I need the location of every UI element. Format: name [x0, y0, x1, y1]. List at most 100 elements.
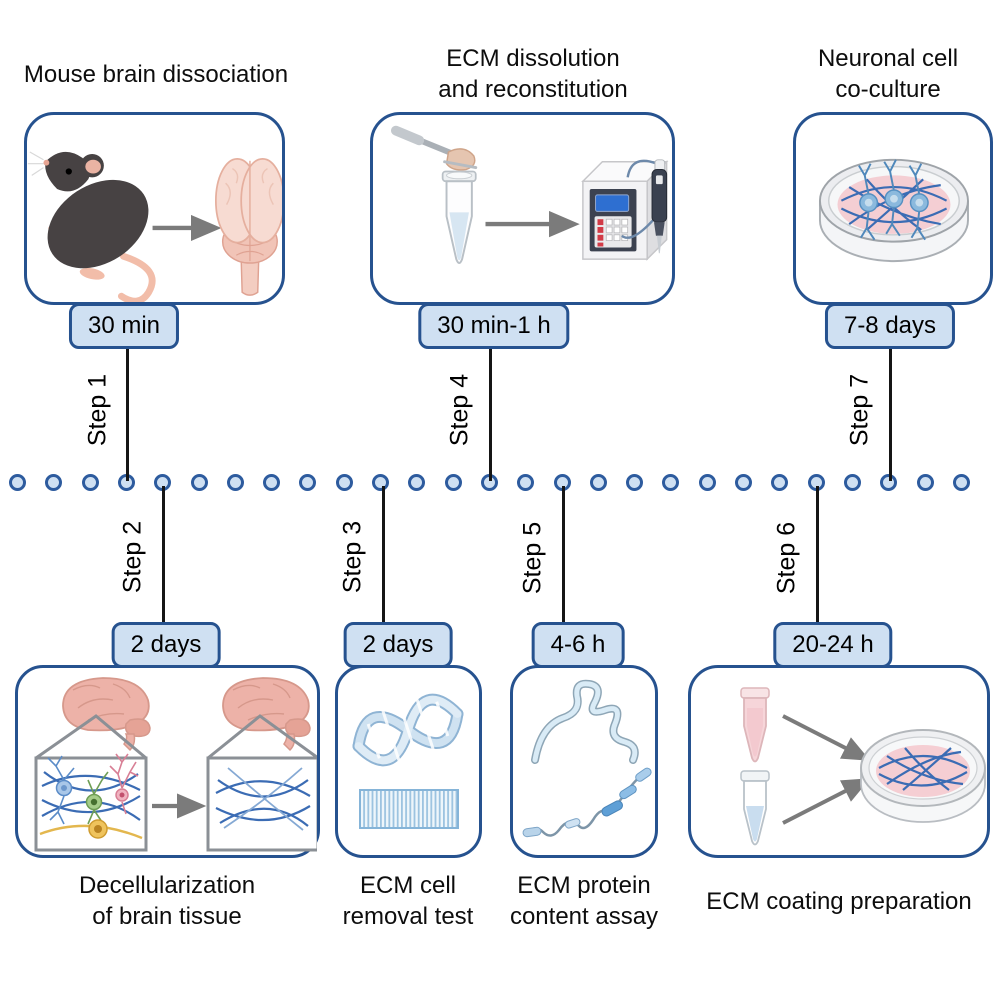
duration-badge-step2: 2 days [111, 622, 221, 668]
ecm-dissolution-illustration [391, 125, 669, 265]
title-line: Mouse brain dissociation [23, 60, 289, 88]
gel-band-icon [359, 789, 459, 829]
caption-line: ECM cell [359, 872, 456, 899]
inset-frame [206, 756, 317, 852]
petri-dish-neurons-icon [818, 158, 969, 263]
section-title-mouse-brain-dissociation: Mouse brain dissociation [6, 38, 306, 110]
mouse-to-brain-illustration [27, 151, 282, 302]
ecm-coating-illustration [740, 687, 986, 846]
caption-cell-removal: ECM cell removal test [308, 866, 508, 936]
arrow-icon [782, 714, 871, 825]
duration-text: 20-24 h [792, 631, 874, 658]
protein-assay-illustration [522, 679, 652, 838]
caption-line: ECM coating preparation [706, 887, 972, 915]
magnifier-lines [35, 714, 147, 760]
timeline-dot [45, 474, 63, 491]
timeline-dot [517, 474, 535, 491]
timeline-dot [589, 474, 607, 491]
sonicator-icon [581, 159, 669, 261]
timeline-dot [771, 474, 789, 491]
spatula-icon [391, 125, 478, 171]
timeline-dot [698, 474, 716, 491]
step2-illustration-box [15, 665, 320, 858]
duration-badge-step3: 2 days [343, 622, 453, 668]
duration-text: 30 min-1 h [437, 312, 551, 339]
step6-connector-line [815, 486, 819, 626]
pink-microtube-icon [740, 687, 770, 763]
title-line: Neuronal cell [817, 45, 959, 72]
magnifier-lines [207, 714, 317, 760]
timeline-dot [626, 474, 644, 491]
timeline-dot [444, 474, 462, 491]
step1-illustration-box [24, 112, 285, 305]
duration-text: 30 min [87, 312, 161, 339]
step-label-6: Step 6 [772, 521, 801, 595]
timeline-dot [372, 474, 389, 491]
caption-line: content assay [509, 903, 659, 930]
mouse-icon [27, 151, 156, 302]
section-title-neuronal-coculture: Neuronal cell co-culture [738, 38, 996, 110]
caption-decellularization: Decellularization of brain tissue [17, 866, 317, 936]
neuron-icon [883, 159, 904, 237]
duration-badge-step7: 7-8 days [824, 303, 956, 349]
step4-connector-line [488, 340, 492, 481]
timeline-dot [9, 474, 26, 491]
timeline-dot [735, 474, 752, 491]
section-title-ecm-dissolution: ECM dissolution and reconstitution [383, 38, 683, 110]
step3-illustration-box [335, 665, 482, 858]
protein-chain-icon [522, 767, 652, 838]
timeline-dot [952, 474, 970, 491]
step5-connector-line [561, 486, 565, 626]
timeline-dot [916, 474, 934, 491]
timeline-dot [81, 474, 99, 491]
step6-illustration-box [688, 665, 990, 858]
dna-helix-icon [352, 693, 464, 767]
timeline-dot [190, 474, 208, 491]
neural-matrix-inset-icon [39, 753, 143, 840]
duration-badge-step1: 30 min [68, 303, 180, 349]
caption-protein-assay: ECM protein content assay [484, 866, 684, 936]
ecm-fibers-inset-icon [215, 767, 311, 831]
decellularization-illustration [34, 677, 317, 852]
brain-dorsal-icon [214, 157, 282, 296]
step-label-5: Step 5 [518, 521, 547, 595]
timeline-dot [226, 474, 244, 491]
title-line: and reconstitution [438, 76, 628, 103]
duration-text: 7-8 days [843, 312, 937, 339]
caption-line: ECM protein [517, 872, 651, 899]
neuron-icon [908, 163, 929, 241]
step7-connector-line [888, 340, 892, 481]
step2-connector-line [161, 486, 165, 626]
brain-side-icon [222, 677, 311, 752]
step7-illustration-box [793, 112, 993, 305]
neuronal-coculture-illustration [818, 158, 969, 263]
microtube-icon [441, 170, 477, 265]
title-line: ECM dissolution [446, 45, 620, 72]
timeline-dot [335, 474, 353, 491]
step-label-3: Step 3 [338, 520, 367, 594]
cell-removal-illustration [352, 693, 464, 829]
duration-badge-step5: 4-6 h [531, 622, 625, 668]
step4-illustration-box [370, 112, 675, 305]
caption-ecm-coating: ECM coating preparation [689, 866, 989, 936]
timeline-dot [843, 474, 861, 491]
step3-connector-line [381, 486, 385, 626]
duration-badge-step6: 20-24 h [773, 622, 893, 668]
step5-illustration-box [510, 665, 658, 858]
timeline-dot [408, 474, 426, 491]
caption-line: Decellularization [78, 872, 256, 899]
step-label-1: Step 1 [83, 373, 112, 447]
step-label-7: Step 7 [845, 373, 874, 447]
neuron-icon [858, 163, 879, 241]
caption-line: of brain tissue [92, 903, 242, 930]
duration-text: 2 days [362, 631, 434, 658]
petri-dish-ecm-icon [860, 729, 986, 823]
step-label-4: Step 4 [445, 373, 474, 447]
blue-microtube-icon [740, 770, 770, 846]
step1-connector-line [125, 340, 129, 481]
duration-text: 2 days [130, 631, 202, 658]
timeline-dot [662, 474, 680, 491]
brain-side-icon [62, 677, 151, 752]
caption-line: removal test [342, 903, 474, 930]
